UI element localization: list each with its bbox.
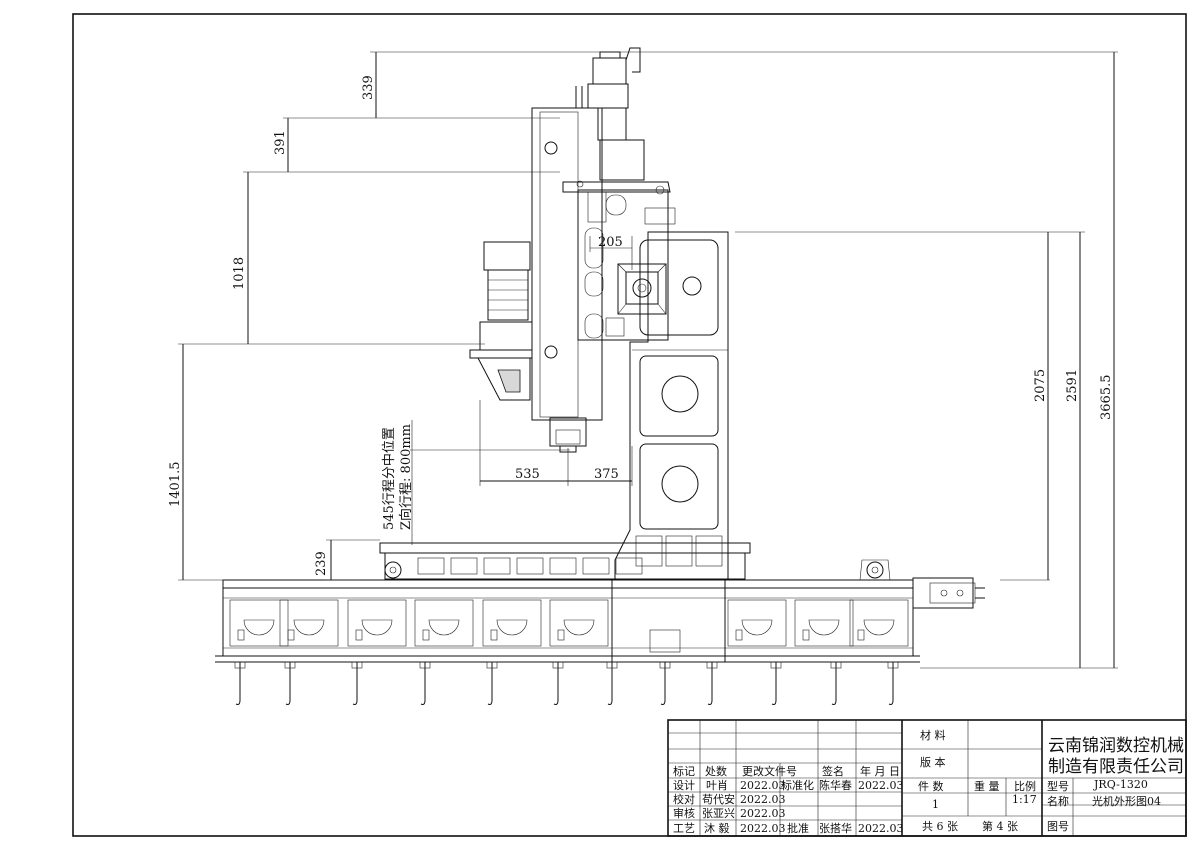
anchor-hook xyxy=(830,661,842,705)
tb-pieces-label: 件 数 xyxy=(918,780,944,793)
anchor-hook xyxy=(770,661,782,705)
tb-review-label: 审核 xyxy=(673,806,695,820)
dim-535: 535 xyxy=(515,467,540,482)
dim-2591: 2591 xyxy=(1065,369,1080,402)
y-axis-motor xyxy=(912,577,985,609)
tb-proof-label: 校对 xyxy=(673,792,695,806)
dim-1401-5: 1401.5 xyxy=(168,462,183,508)
tb-standard-name: 陈华春 xyxy=(819,778,852,792)
spindle-motor-left xyxy=(469,241,533,401)
tb-proof-date: 2022.03 xyxy=(740,793,786,806)
dimension-texts: 339 391 1018 1401.5 239 205 535 375 2075… xyxy=(168,75,1114,576)
table-slot xyxy=(417,557,445,575)
dim-239: 239 xyxy=(314,551,329,576)
dim-339: 339 xyxy=(361,75,376,100)
tb-weight-label: 重 量 xyxy=(974,779,1000,793)
table-slot xyxy=(549,557,577,575)
tb-header-date: 年 月 日 xyxy=(860,764,900,778)
tb-design-label: 设计 xyxy=(673,779,695,792)
tb-design-name: 叶肖 xyxy=(706,778,728,792)
tb-version-label: 版 本 xyxy=(920,755,946,769)
tb-review-name: 张亚兴 xyxy=(702,807,735,820)
dim-375: 375 xyxy=(594,467,619,482)
table-slot xyxy=(483,557,511,575)
base-bay xyxy=(414,599,474,647)
title-block: 材 料 版 本 云南锦润数控机械 制造有限责任公司 标记 处数 更改文件号 签名… xyxy=(667,719,1187,837)
tb-scale-label: 比例 xyxy=(1014,779,1036,793)
base-bay xyxy=(727,599,787,647)
anchor-hook xyxy=(284,661,296,705)
base-bay xyxy=(549,599,609,647)
base-bay xyxy=(849,599,909,647)
anchor-hook xyxy=(234,661,246,705)
tb-drawing-no-label: 图号 xyxy=(1047,820,1069,833)
tb-name-label: 名称 xyxy=(1047,794,1069,808)
headstock xyxy=(531,47,676,453)
base-bay xyxy=(279,599,339,647)
anchor-hook xyxy=(486,661,498,705)
work-table xyxy=(379,542,751,580)
dim-1018: 1018 xyxy=(232,257,247,290)
dim-2075: 2075 xyxy=(1033,369,1048,402)
z-travel-note-2: Z向行程: 800mm xyxy=(398,424,414,530)
dim-391: 391 xyxy=(273,130,288,155)
dim-205: 205 xyxy=(598,235,623,250)
dimension-lines xyxy=(178,51,1118,669)
dim-3665-5: 3665.5 xyxy=(1099,375,1114,421)
base-bay xyxy=(347,599,407,647)
tb-sheet-no: 第 4 张 xyxy=(982,819,1018,833)
anchor-hook xyxy=(419,661,431,705)
tb-approve-label: 批准 xyxy=(787,821,809,835)
tb-total-sheets: 共 6 张 xyxy=(922,820,958,833)
anchor-hook xyxy=(606,661,618,705)
tb-company-line2: 制造有限责任公司 xyxy=(1048,757,1184,777)
tb-approve-date: 2022.03 xyxy=(858,822,904,835)
table-slot xyxy=(516,557,544,575)
tb-name-value: 光机外形图04 xyxy=(1092,794,1161,808)
tb-header-count: 处数 xyxy=(705,765,727,778)
tb-pieces-value: 1 xyxy=(932,798,939,811)
anchor-hook xyxy=(552,661,564,705)
tb-scale-value: 1:17 xyxy=(1012,793,1037,806)
base-bay xyxy=(482,599,542,647)
tb-header-sign: 签名 xyxy=(822,764,844,778)
tb-company-line1: 云南锦润数控机械 xyxy=(1048,736,1184,756)
tb-review-date: 2022.03 xyxy=(740,807,786,820)
lifting-lugs xyxy=(384,559,891,581)
tb-standard-label: 标准化 xyxy=(781,778,814,792)
drawing-frame xyxy=(72,13,1187,837)
machine-base xyxy=(215,579,920,705)
tb-header-change: 更改文件号 xyxy=(742,764,797,778)
table-slot xyxy=(450,557,478,575)
tb-standard-date: 2022.03 xyxy=(858,779,904,792)
tb-header-mark: 标记 xyxy=(673,764,695,778)
tb-approve-name: 张搭华 xyxy=(819,821,852,835)
tb-model-value: JRQ-1320 xyxy=(1093,778,1148,791)
z-travel-note-1: 545行程分中位置 xyxy=(382,427,397,530)
tb-model-label: 型号 xyxy=(1047,779,1069,793)
tb-process-date: 2022.03 xyxy=(740,822,786,835)
table-slot xyxy=(582,557,610,575)
anchor-hook xyxy=(351,661,363,705)
column xyxy=(611,231,729,662)
anchor-hook xyxy=(706,661,718,705)
tb-design-date: 2022.03 xyxy=(740,779,786,792)
tb-proof-name: 苟代安 xyxy=(702,792,735,806)
anchor-hook xyxy=(659,661,671,705)
tb-material-label: 材 料 xyxy=(920,728,946,742)
anchor-hook xyxy=(887,661,899,705)
base-bay xyxy=(229,599,289,647)
tb-process-name: 沐 毅 xyxy=(704,821,730,835)
tb-process-label: 工艺 xyxy=(673,822,695,835)
base-bay xyxy=(794,599,854,647)
